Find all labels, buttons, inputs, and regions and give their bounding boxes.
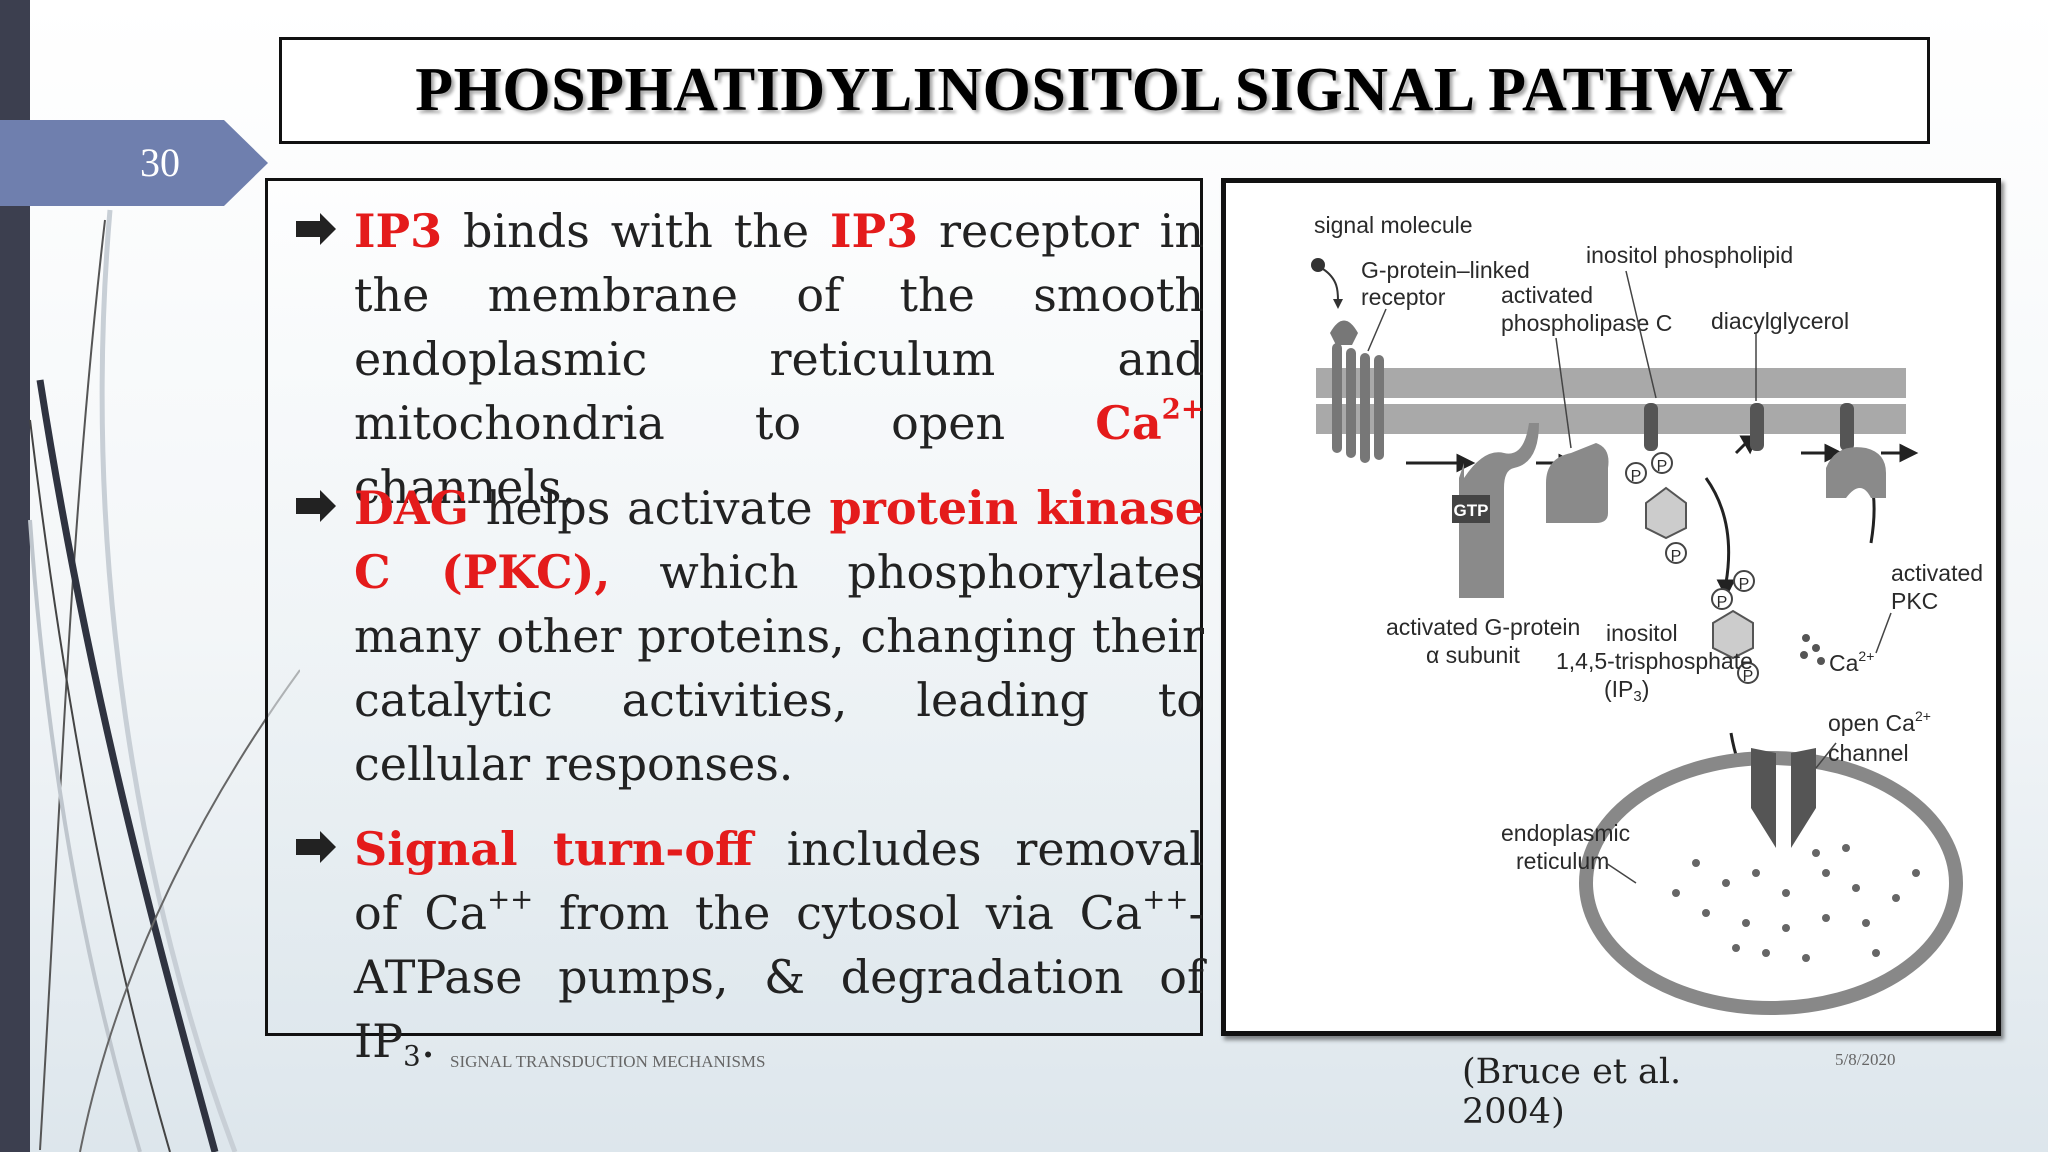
svg-text:activated G-protein: activated G-protein (1386, 614, 1580, 640)
svg-text:1,4,5-trisphosphate: 1,4,5-trisphosphate (1556, 648, 1753, 674)
bullet-text-box: IP3 binds with the IP3 receptor in the m… (265, 178, 1205, 1070)
slide-number: 30 (140, 140, 180, 185)
slide-number-tab (0, 120, 268, 206)
svg-text:receptor: receptor (1361, 284, 1446, 310)
g-protein-shape (1459, 423, 1539, 598)
membrane-inner-layer (1316, 404, 1906, 434)
svg-text:P: P (1631, 468, 1642, 485)
svg-text:P: P (1743, 668, 1754, 685)
decorative-curves (28, 209, 300, 1152)
svg-text:Ca2+: Ca2+ (1829, 648, 1874, 676)
figure-citation: (Bruce et al. 2004) (1462, 1052, 1682, 1132)
receptor-shape (1330, 320, 1384, 463)
svg-text:P: P (1657, 458, 1668, 475)
pathway-figure: GTP P P P P P P (1221, 178, 2001, 1036)
membrane-outer-layer (1316, 368, 1906, 398)
bullet-3-text: Signal turn-off includes removal of Ca++… (354, 822, 1204, 1073)
footer-course-title: SIGNAL TRANSDUCTION MECHANISMS (450, 1052, 766, 1071)
svg-text:phospholipase C: phospholipase C (1501, 310, 1672, 336)
ip3-receptor-channel (1751, 748, 1816, 848)
svg-text:(IP3): (IP3) (1604, 676, 1649, 705)
svg-text:P: P (1717, 594, 1728, 611)
title-box: PHOSPHATIDYLINOSITOL SIGNAL PATHWAY (279, 37, 1930, 144)
label-leader-lines (1367, 270, 1892, 884)
arrow-bullet-icon (296, 831, 336, 863)
svg-text:signal molecule: signal molecule (1314, 212, 1473, 238)
svg-text:P: P (1739, 576, 1750, 593)
svg-text:activated: activated (1891, 560, 1983, 586)
svg-text:inositol: inositol (1606, 620, 1678, 646)
ip3-ring (1712, 609, 1754, 660)
slide-title: PHOSPHATIDYLINOSITOL SIGNAL PATHWAY (415, 56, 1794, 124)
phospholipase-c-shape (1546, 443, 1609, 523)
gtp-badge (1452, 495, 1490, 523)
svg-text:PKC: PKC (1891, 588, 1938, 614)
phosphate-groups (1625, 452, 1759, 684)
arrow-bullet-icon (296, 213, 336, 245)
inositol-ring (1645, 486, 1687, 540)
pkc-shape (1826, 447, 1886, 498)
svg-text:open Ca2+: open Ca2+ (1828, 708, 1931, 736)
phosphate-labels: P P P P P P (1631, 458, 1754, 685)
calcium-ions (1800, 634, 1825, 665)
lipid-molecules (1644, 403, 1854, 451)
svg-text:inositol phospholipid: inositol phospholipid (1586, 242, 1793, 268)
svg-text:activated: activated (1501, 282, 1593, 308)
bullet-2-text: DAG helps activate protein kinase C (PKC… (354, 481, 1205, 791)
svg-text:α subunit: α subunit (1426, 642, 1520, 668)
bullet-1-text: IP3 binds with the IP3 receptor in the m… (354, 204, 1204, 514)
svg-text:channel: channel (1828, 740, 1909, 766)
svg-text:diacylglycerol: diacylglycerol (1711, 308, 1849, 334)
svg-text:P: P (1671, 548, 1682, 565)
pathway-diagram: GTP P P P P P P (1311, 212, 1983, 1015)
signal-molecule-dot (1311, 258, 1325, 272)
figure-labels: signal molecule G-protein–linked recepto… (1314, 212, 1983, 874)
arrow-bullet-icon (296, 490, 336, 522)
footer-date: 5/8/2020 (1835, 1050, 1896, 1069)
svg-text:GTP: GTP (1454, 501, 1489, 520)
svg-text:reticulum: reticulum (1516, 848, 1609, 874)
er-calcium-dots (1672, 844, 1920, 962)
svg-text:G-protein–linked: G-protein–linked (1361, 257, 1530, 283)
svg-text:endoplasmic: endoplasmic (1501, 820, 1630, 846)
